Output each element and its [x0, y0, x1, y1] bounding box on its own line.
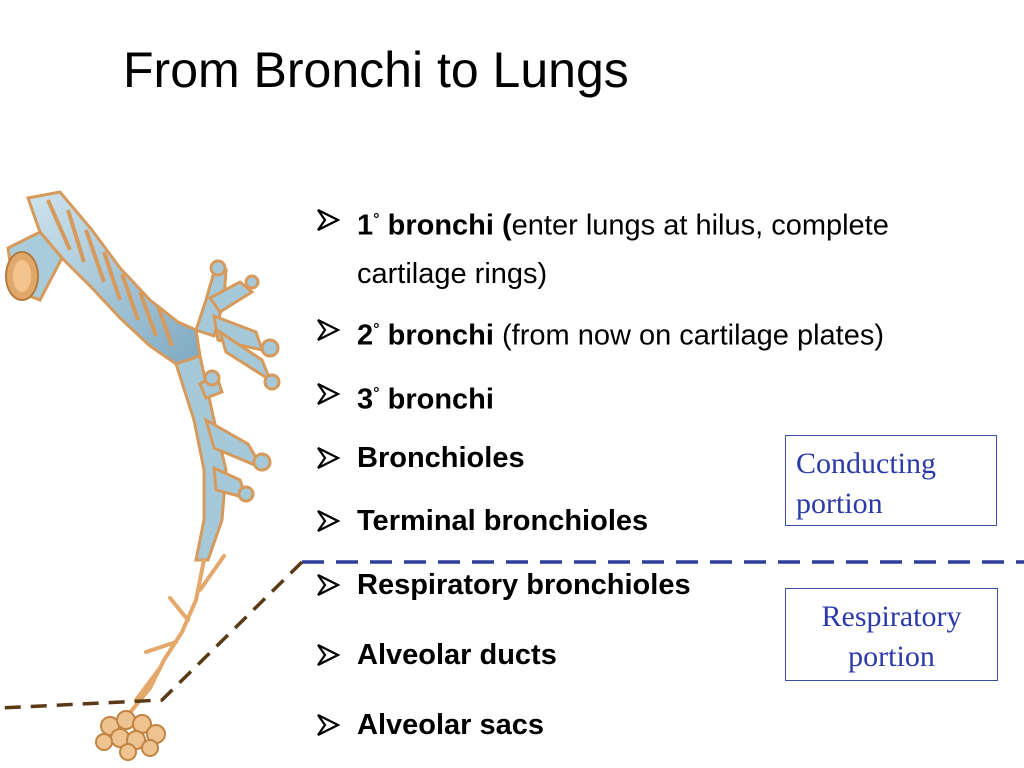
- arrow-bullet-icon: [316, 306, 344, 341]
- slide-title: From Bronchi to Lungs: [123, 42, 629, 98]
- bullet-text: Alveolar sacs: [357, 709, 545, 741]
- bullet-text: Bronchioles: [357, 442, 525, 474]
- bullet-continuation: cartilage rings): [357, 257, 548, 290]
- conducting-line-1: Conducting: [796, 447, 936, 480]
- arrow-bullet-icon: [316, 196, 344, 231]
- descending-bronchus: [174, 354, 272, 562]
- bullet-text: Alveolar ducts: [357, 639, 557, 671]
- arrow-bullet-icon: [316, 434, 344, 469]
- primary-bronchus-shape: [5, 190, 202, 366]
- bullet-text: Terminal bronchioles: [357, 505, 649, 537]
- alveolar-sacs: [95, 710, 166, 761]
- arrow-bullet-icon: [316, 701, 344, 736]
- secondary-bronchus-upper: [194, 259, 281, 391]
- respiratory-portion-label: Respiratory portion: [785, 588, 998, 681]
- bullet-text: 2° bronchi (from now on cartilage plates…: [357, 319, 884, 352]
- bullet-text: 3° bronchi: [357, 383, 494, 416]
- respiratory-line-2: portion: [848, 640, 935, 673]
- arrow-bullet-icon: [316, 497, 344, 532]
- bronchioles: [122, 554, 226, 722]
- bronchial-tree-illustration: [5, 190, 281, 761]
- conducting-portion-label: Conducting portion: [785, 435, 997, 526]
- arrow-bullet-icon: [316, 370, 344, 405]
- illustration-divider: [0, 560, 304, 710]
- bullet-text: 1° bronchi (enter lungs at hilus, comple…: [357, 196, 889, 298]
- arrow-bullet-icon: [316, 561, 344, 596]
- respiratory-line-1: Respiratory: [821, 600, 962, 633]
- conducting-line-2: portion: [796, 487, 883, 520]
- arrow-bullet-icon: [316, 631, 344, 666]
- bullet-text: Respiratory bronchioles: [357, 569, 691, 601]
